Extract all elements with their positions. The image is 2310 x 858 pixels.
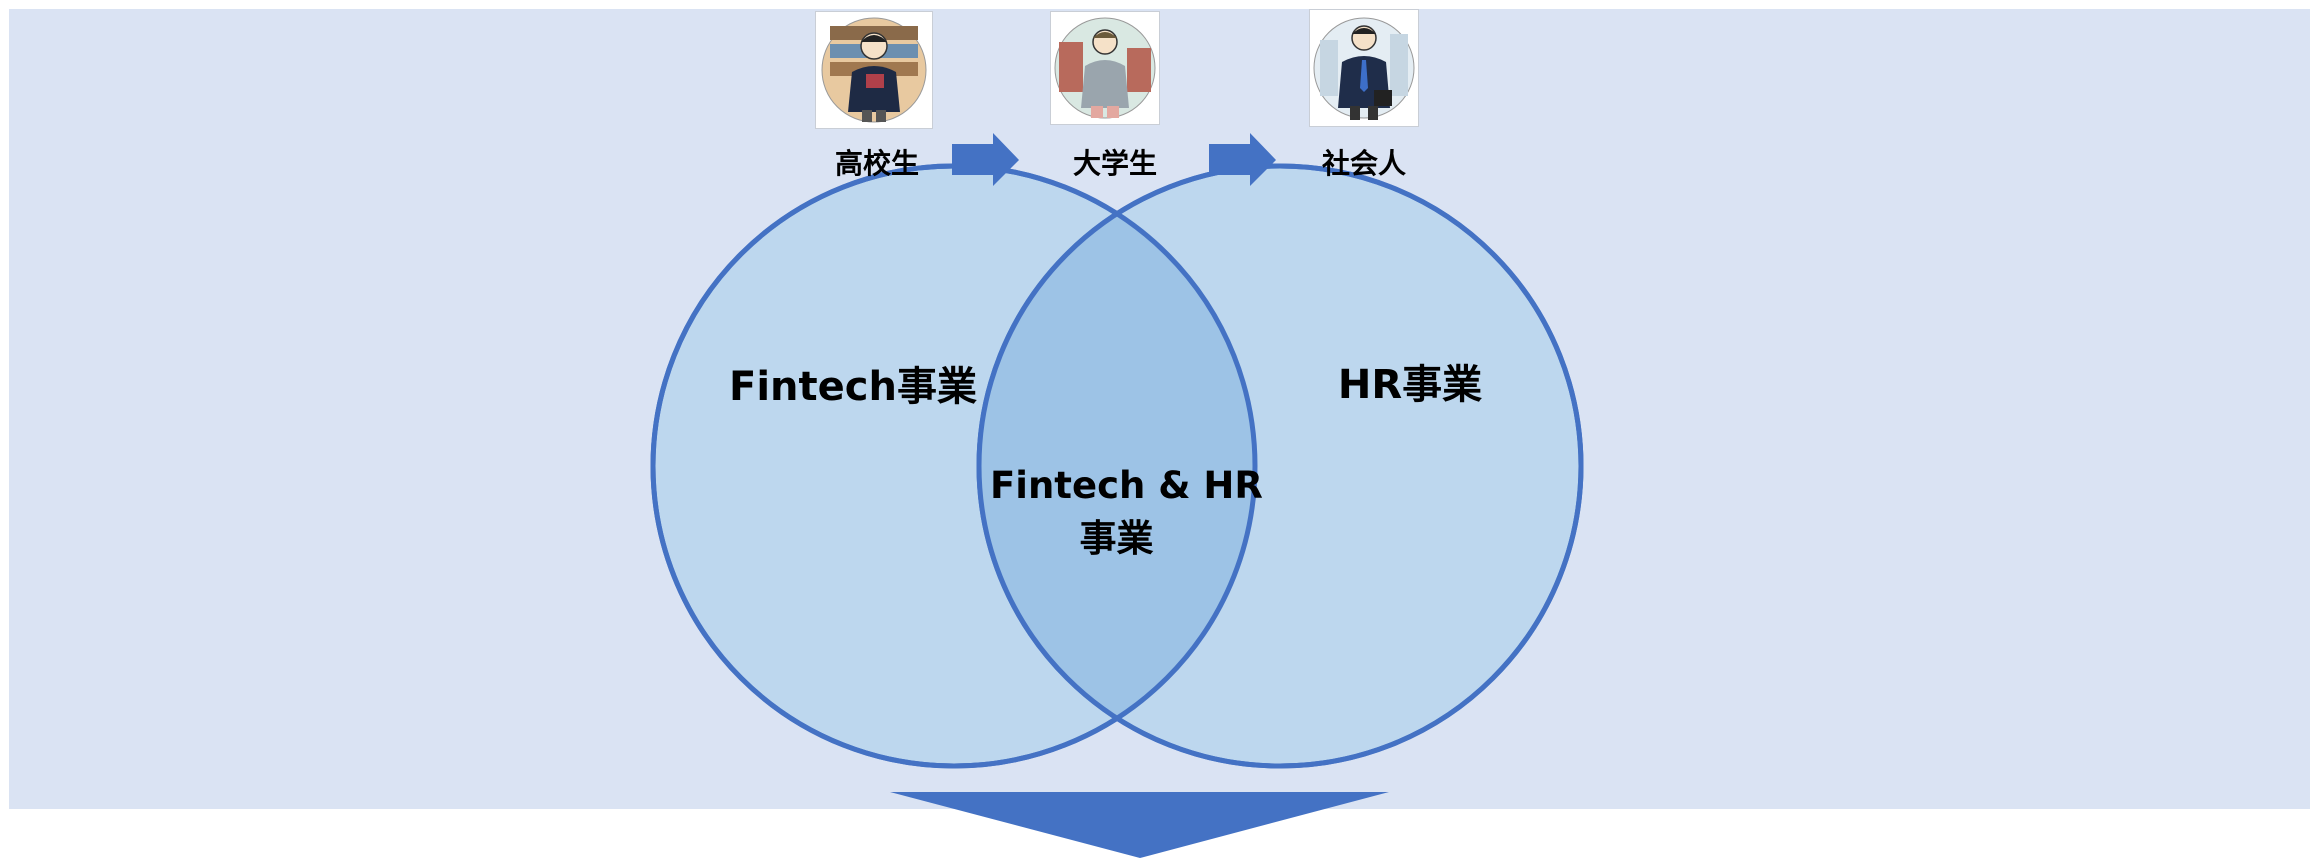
businessman-avatar-icon	[1309, 9, 1419, 127]
hr-business-label: HR事業	[1337, 362, 1483, 408]
university-student-avatar-icon	[1050, 11, 1160, 125]
arrow-down-icon	[890, 792, 1389, 858]
stage-label-high-school: 高校生	[834, 147, 919, 180]
overlap-region	[979, 166, 1255, 766]
stage-label-university: 大学生	[1072, 147, 1157, 180]
arrow-right-icon	[952, 133, 1019, 186]
overlap-label-line2: 事業	[1079, 517, 1154, 560]
student-avatar-icon	[815, 11, 933, 129]
overlap-label-line1: Fintech & HR	[990, 464, 1263, 507]
stage-label-working-adult: 社会人	[1321, 147, 1406, 180]
fintech-business-label: Fintech事業	[729, 364, 977, 410]
arrow-right-icon	[1209, 133, 1276, 186]
